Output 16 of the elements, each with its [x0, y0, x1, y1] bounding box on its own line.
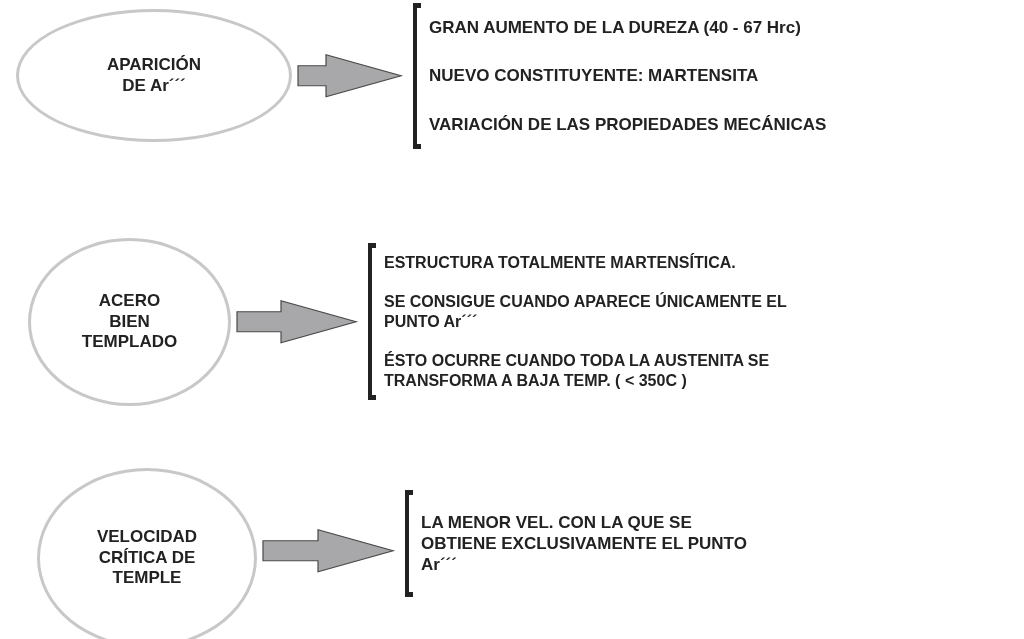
ellipse-node [37, 468, 257, 639]
ellipse-node [28, 238, 231, 406]
block-arrow [236, 299, 359, 344]
block-arrow [262, 528, 396, 573]
ellipse-node [16, 9, 292, 142]
note-text: ESTRUCTURA TOTALMENTE MARTENSÍTICA. [384, 252, 737, 273]
block-arrow [297, 53, 404, 98]
node-label: VELOCIDAD CRÍTICA DE TEMPLE [96, 527, 198, 589]
note-text: LA MENOR VEL. CON LA QUE SE OBTIENE EXCLUSIVAMENTE EL PUNTO Ar´´´ [421, 511, 748, 576]
note-text: NUEVO CONSTITUYENTE: MARTENSITA [429, 65, 760, 87]
note-text: VARIACIÓN DE LAS PROPIEDADES MECÁNICAS [429, 114, 828, 136]
node-label: APARICIÓN DE Ar´´´ [106, 55, 202, 96]
note-text: GRAN AUMENTO DE LA DUREZA (40 - 67 Hrc) [429, 16, 802, 38]
note-text: SE CONSIGUE CUANDO APARECE ÚNICAMENTE EL PUNTO Ar´´´ [384, 291, 788, 332]
node-label: ACERO BIEN TEMPLADO [81, 291, 178, 353]
note-text: ÉSTO OCURRE CUANDO TODA LA AUSTENITA SE TRANSFORMA A BAJA TEMP. ( < 350C ) [384, 350, 771, 391]
